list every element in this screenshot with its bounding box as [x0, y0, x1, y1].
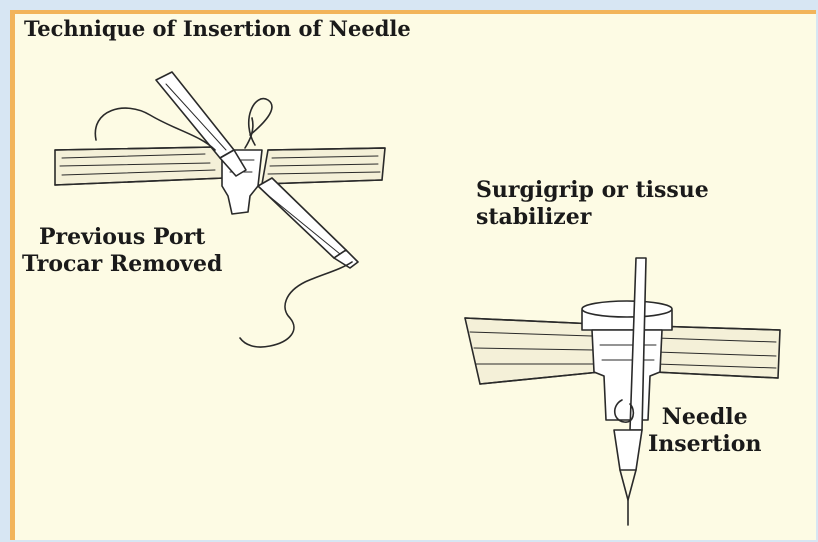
- needle-insertion-caption: Needle Insertion: [648, 404, 761, 458]
- stabilizer-caption-line2: stabilizer: [476, 204, 709, 231]
- diagram-title: Technique of Insertion of Needle: [24, 16, 411, 42]
- stabilizer-caption-line1: Surgigrip or tissue: [476, 177, 709, 204]
- previous-port-caption-line2: Trocar Removed: [22, 251, 222, 278]
- needle-insertion-caption-line1: Needle: [648, 404, 761, 431]
- lower-instrument: [258, 178, 358, 268]
- stabilizer-caption: Surgigrip or tissue stabilizer: [476, 177, 709, 231]
- previous-port-caption-line1: Previous Port: [22, 224, 222, 251]
- stabilizer-device: [582, 301, 672, 420]
- previous-port-caption: Previous Port Trocar Removed: [22, 224, 222, 278]
- needle-insertion-caption-line2: Insertion: [648, 431, 761, 458]
